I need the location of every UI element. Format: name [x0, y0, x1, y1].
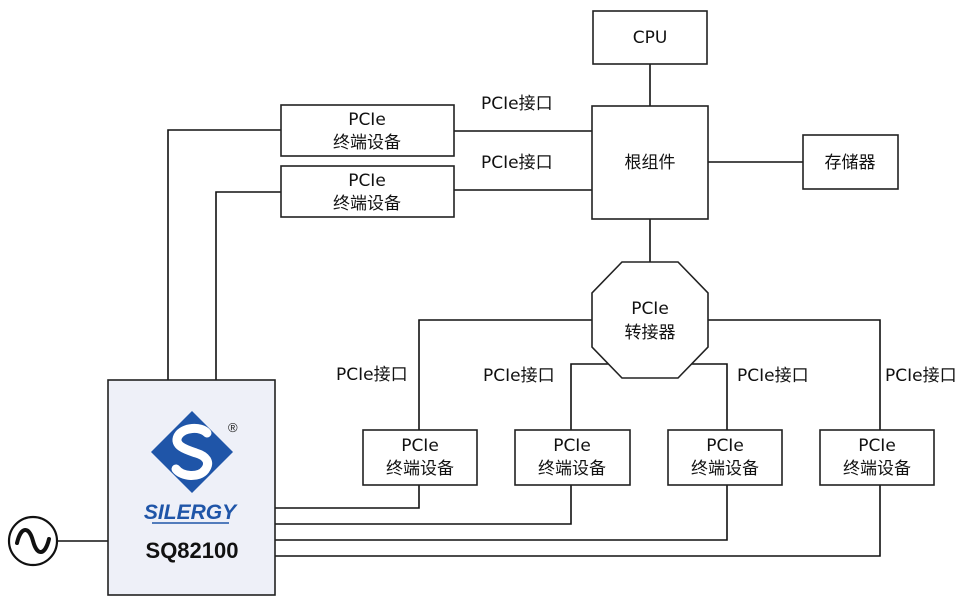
switch-endpoint-6-link [708, 319, 881, 430]
endpoint-device-1: PCIe 终端设备 [280, 104, 455, 157]
interface-label-4: PCIe接口 [483, 366, 555, 386]
endpoint-1-line2: 终端设备 [333, 133, 401, 153]
silergy-logo: ® SILERGY [144, 411, 238, 524]
connection-lines [58, 64, 881, 557]
chip-endpoint-5-link [275, 485, 728, 541]
chip-endpoint-2-link [215, 191, 281, 380]
logo-s-icon [171, 424, 213, 480]
storage-label: 存储器 [825, 153, 876, 173]
chip-endpoint-6-link [275, 485, 881, 557]
endpoint-device-5: PCIe 终端设备 [667, 429, 783, 486]
interface-label-1: PCIe接口 [481, 94, 553, 114]
endpoint-device-6: PCIe 终端设备 [819, 429, 935, 486]
switch-endpoint-5-link [688, 363, 728, 430]
interface-label-6: PCIe接口 [885, 366, 957, 386]
endpoint-5-line2: 终端设备 [691, 459, 759, 479]
interface-labels: PCIe接口 PCIe接口 PCIe接口 PCIe接口 PCIe接口 PCIe接… [336, 94, 957, 386]
silergy-chip-block: ® SILERGY SQ82100 [107, 379, 276, 596]
endpoint-3-line1: PCIe [401, 436, 439, 456]
cpu-label: CPU [633, 28, 668, 48]
endpoint-device-2: PCIe 终端设备 [280, 165, 455, 218]
brand-name: SILERGY [144, 501, 238, 524]
interface-label-3: PCIe接口 [336, 365, 408, 385]
endpoint-4-line1: PCIe [553, 436, 591, 456]
cpu-block: CPU [592, 10, 708, 65]
chip-endpoint-3-link [275, 485, 420, 509]
interface-label-5: PCIe接口 [737, 366, 809, 386]
registered-mark: ® [228, 420, 238, 435]
endpoint-device-3: PCIe 终端设备 [362, 429, 478, 486]
endpoint-6-line1: PCIe [858, 436, 896, 456]
endpoint-device-4: PCIe 终端设备 [514, 429, 631, 486]
pcie-switch-block: PCIe 转接器 [591, 261, 709, 379]
interface-label-2: PCIe接口 [481, 153, 553, 173]
root-complex-block: 根组件 [591, 105, 709, 220]
endpoint-2-line1: PCIe [348, 171, 386, 191]
chip-endpoint-4-link [275, 485, 572, 525]
endpoint-6-line2: 终端设备 [843, 459, 911, 479]
endpoint-4-line2: 终端设备 [538, 459, 606, 479]
switch-label-line2: 转接器 [625, 323, 676, 343]
switch-label-line1: PCIe [631, 299, 669, 319]
endpoint-2-line2: 终端设备 [333, 194, 401, 214]
chip-endpoint-1-link [167, 129, 281, 380]
endpoint-1-line1: PCIe [348, 110, 386, 130]
endpoint-5-line1: PCIe [706, 436, 744, 456]
switch-endpoint-4-link [570, 363, 614, 430]
root-complex-label: 根组件 [625, 153, 676, 173]
chip-model: SQ82100 [146, 538, 239, 563]
storage-block: 存储器 [802, 134, 899, 190]
switch-endpoint-3-link [418, 319, 594, 430]
ac-source-icon [7, 515, 59, 567]
endpoint-3-line2: 终端设备 [386, 459, 454, 479]
